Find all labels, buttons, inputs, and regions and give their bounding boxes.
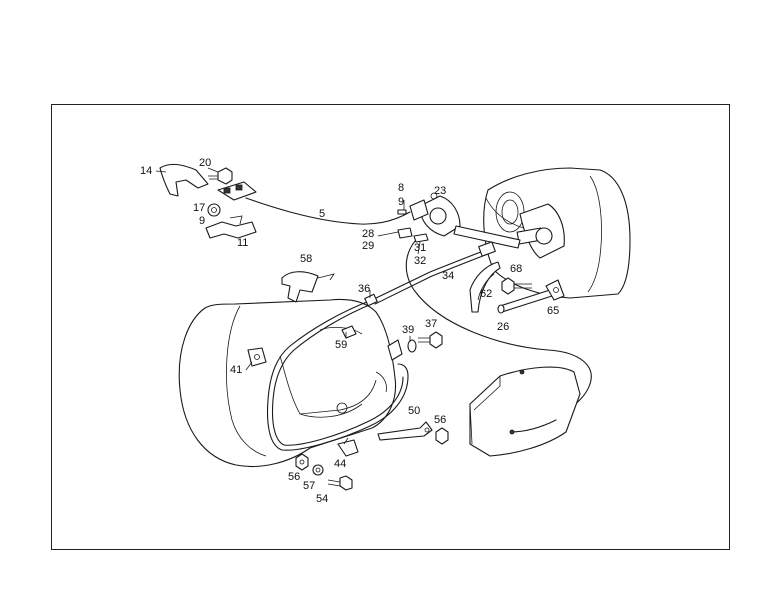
selector-housing xyxy=(483,167,631,299)
leader-lines xyxy=(155,167,421,371)
part-58-bracket xyxy=(281,271,335,303)
label-68: 68 xyxy=(510,263,522,275)
part-36-coupling xyxy=(364,293,378,307)
part-20-bolt xyxy=(208,167,233,185)
label-11: 11 xyxy=(237,237,248,249)
label-9a: 9 xyxy=(199,215,205,227)
part-41-bracket xyxy=(247,347,267,367)
part-62-bracket xyxy=(469,261,501,313)
label-26: 26 xyxy=(497,321,509,333)
part-34-ferrule xyxy=(478,241,496,257)
label-8: 8 xyxy=(398,182,404,194)
part-labels: 14 20 17 9 11 5 8 9 23 28 29 31 32 58 34… xyxy=(140,157,559,505)
label-59: 59 xyxy=(335,339,347,351)
part-28-clip xyxy=(397,227,413,239)
label-57: 57 xyxy=(303,480,315,492)
part-57-washer xyxy=(312,464,324,476)
part-37-bolt xyxy=(418,331,443,349)
part-65-lever xyxy=(545,279,565,301)
label-56a: 56 xyxy=(434,414,446,426)
label-34: 34 xyxy=(442,270,454,282)
part-17-nut xyxy=(207,203,221,217)
label-58: 58 xyxy=(300,253,312,265)
label-62: 62 xyxy=(480,288,492,300)
label-54: 54 xyxy=(316,493,328,505)
transmission-housing xyxy=(178,298,397,468)
label-20: 20 xyxy=(199,157,211,169)
switch-module xyxy=(217,181,257,201)
part-44-clip xyxy=(337,437,359,457)
part-56-nut-right xyxy=(435,427,449,445)
label-14: 14 xyxy=(140,165,152,177)
label-17: 17 xyxy=(193,202,205,214)
label-5: 5 xyxy=(319,208,325,220)
label-65: 65 xyxy=(547,305,559,317)
part-23-valve xyxy=(409,192,521,249)
label-41: 41 xyxy=(230,364,242,376)
part-8-clip xyxy=(397,209,407,215)
label-23: 23 xyxy=(434,185,446,197)
label-56b: 56 xyxy=(288,471,300,483)
part-50-rod xyxy=(377,421,433,441)
part-26-rod xyxy=(497,289,553,314)
part-31-clip xyxy=(413,233,429,243)
part-59-clip xyxy=(341,325,357,339)
part-11-clip xyxy=(205,215,257,239)
part-39-grommet xyxy=(387,339,417,361)
part-56-nut-left xyxy=(295,453,309,471)
part-14-bracket xyxy=(159,163,209,197)
label-44: 44 xyxy=(334,458,346,470)
label-31: 31 xyxy=(414,242,426,254)
label-29: 29 xyxy=(362,240,374,252)
label-9b: 9 xyxy=(398,196,404,208)
label-39: 39 xyxy=(402,324,414,336)
label-50: 50 xyxy=(408,405,420,417)
label-36: 36 xyxy=(358,283,370,295)
lower-shroud xyxy=(469,366,581,457)
part-68-bolt xyxy=(501,277,532,295)
label-28: 28 xyxy=(362,228,374,240)
label-37: 37 xyxy=(425,318,437,330)
label-32: 32 xyxy=(414,255,426,267)
part-54-bolt xyxy=(327,475,353,491)
